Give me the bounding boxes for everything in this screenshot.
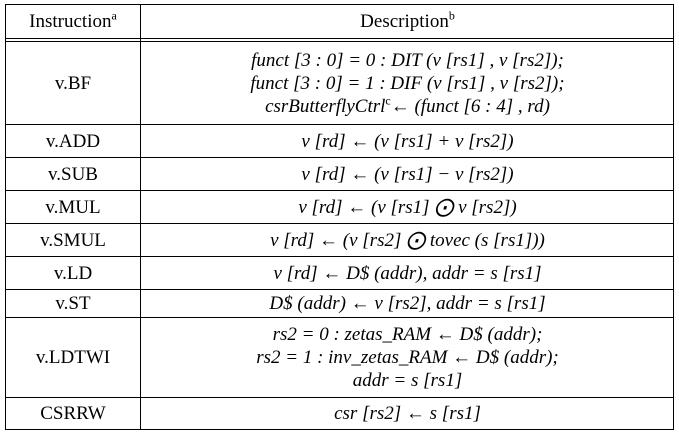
instruction-csrrw: CSRRW xyxy=(40,403,106,424)
instruction-vmul: v.MUL xyxy=(45,196,101,218)
description-vbf: funct [3 : 0] = 0 : DIT (v [rs1] , v [rs… xyxy=(250,49,565,117)
row-divider xyxy=(5,157,674,158)
instruction-vsub: v.SUB xyxy=(48,163,98,185)
table-border-left xyxy=(5,4,6,430)
row-divider xyxy=(5,317,674,318)
description-vmul: v [rd] ← (v [rs1] ⨀ v [rs2]) xyxy=(298,196,517,218)
footnote-marker-a: a xyxy=(111,8,117,23)
table-border-right xyxy=(673,4,674,430)
description-vsub: v [rd] ← (v [rs1] − v [rs2]) xyxy=(301,163,514,185)
table-border-bottom xyxy=(5,429,674,430)
header-instruction: Instructiona xyxy=(29,8,117,32)
row-divider xyxy=(5,397,674,398)
instruction-vsmul: v.SMUL xyxy=(40,229,106,251)
table-border-top xyxy=(5,4,674,5)
instruction-vadd: v.ADD xyxy=(45,130,101,152)
row-divider xyxy=(5,289,674,290)
instruction-table: Instructiona Descriptionb v.BF funct [3 … xyxy=(5,4,674,430)
description-vst: D$ (addr) ← v [rs2], addr = s [rs1] xyxy=(269,293,546,314)
header-rule-2 xyxy=(5,41,674,42)
instruction-vldtwi: v.LDTWI xyxy=(35,347,111,368)
column-divider xyxy=(140,4,141,430)
row-divider xyxy=(5,223,674,224)
row-divider xyxy=(5,256,674,257)
instruction-vld: v.LD xyxy=(53,262,93,284)
description-vsmul: v [rd] ← (v [rs2] ⨀ tovec (s [rs1])) xyxy=(270,229,545,251)
footnote-marker-b: b xyxy=(448,8,455,23)
description-vadd: v [rd] ← (v [rs1] + v [rs2]) xyxy=(301,130,514,152)
description-csrrw: csr [rs2] ← s [rs1] xyxy=(334,403,481,424)
instruction-vbf: v.BF xyxy=(54,72,92,94)
description-vldtwi: rs2 = 0 : zetas_RAM ← D$ (addr); rs2 = 1… xyxy=(256,324,559,391)
row-divider xyxy=(5,190,674,191)
header-rule-1 xyxy=(5,38,674,39)
row-divider xyxy=(5,124,674,125)
header-description: Descriptionb xyxy=(360,8,455,32)
instruction-vst: v.ST xyxy=(55,293,91,314)
description-vld: v [rd] ← D$ (addr), addr = s [rs1] xyxy=(273,262,542,284)
footnote-marker-c: c xyxy=(385,93,391,108)
